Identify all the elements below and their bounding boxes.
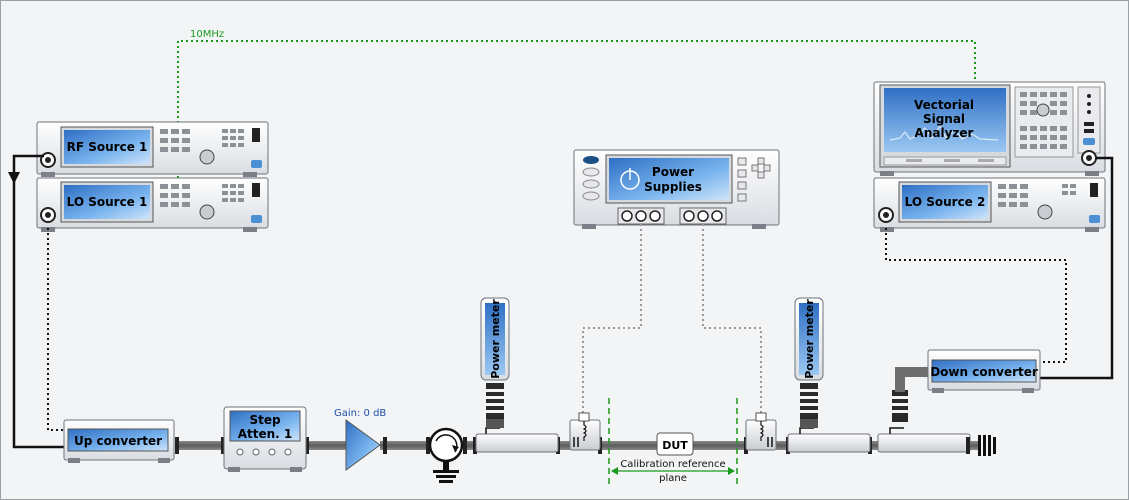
cal-plane-line2: plane	[659, 473, 687, 484]
input-coupler[interactable]	[475, 383, 559, 453]
coax-segment	[556, 441, 572, 450]
power-supplies-line1: Power	[652, 165, 694, 179]
vsa-line3: Analyzer	[915, 126, 974, 140]
lo1-cable	[47, 228, 66, 431]
coax-segment	[305, 441, 347, 450]
step-atten-line1: Step	[249, 413, 281, 427]
dut[interactable]: DUT	[656, 432, 694, 456]
power-meter-output[interactable]: Power meter	[794, 297, 824, 381]
rf-source-1-label: RF Source 1	[67, 140, 148, 154]
lo2-cable	[885, 228, 1067, 363]
down-converter[interactable]: Down converter	[927, 349, 1041, 393]
lo-source-2[interactable]: LO Source 2	[873, 177, 1106, 232]
dut-label: DUT	[662, 439, 688, 452]
step-attenuator[interactable]: Step Atten. 1	[223, 406, 307, 472]
bias-line-input	[582, 224, 642, 415]
vsa-line1: Vectorial	[914, 98, 974, 112]
lo-source-2-label: LO Source 2	[905, 195, 986, 209]
down-converter-label: Down converter	[930, 365, 1038, 379]
power-supplies-line2: Supplies	[644, 180, 702, 194]
coax-segment	[776, 441, 790, 450]
if-cable	[1040, 156, 1114, 380]
rf-source-1[interactable]: RF Source 1	[36, 121, 269, 177]
amplifier-triangle-icon	[345, 419, 381, 471]
isolator[interactable]	[428, 427, 464, 483]
coax-segment	[175, 441, 225, 450]
output-bias-tee[interactable]	[745, 412, 777, 451]
circulator-arrow-icon	[452, 445, 459, 452]
arrow-down-icon	[8, 172, 20, 184]
power-meter-input[interactable]: Power meter	[480, 297, 510, 381]
power-meter-output-label: Power meter	[803, 299, 816, 379]
rf-cable	[12, 154, 66, 449]
inductor-icon	[759, 421, 764, 441]
input-bias-tee[interactable]	[569, 412, 601, 451]
inductor-icon	[582, 421, 587, 441]
ref-clock-label: 10MHz	[190, 29, 224, 40]
arrow-right-icon	[728, 467, 735, 475]
lo-source-1[interactable]: LO Source 1	[36, 177, 269, 232]
cal-plane-line1: Calibration reference	[620, 459, 725, 470]
coax-segment	[868, 441, 880, 450]
coax-segment	[380, 441, 430, 450]
amp-gain-label: Gain: 0 dB	[334, 408, 386, 419]
power-meter-input-label: Power meter	[489, 299, 502, 379]
up-converter-label: Up converter	[74, 434, 162, 448]
load-termination-icon	[978, 435, 996, 456]
coax-segment	[463, 441, 477, 450]
vsa-line2: Signal	[923, 112, 965, 126]
vectorial-signal-analyzer[interactable]: Vectorial Signal Analyzer	[873, 81, 1106, 176]
amplifier[interactable]: Gain: 0 dB	[334, 408, 386, 471]
calibration-plane: Calibration reference plane	[608, 398, 738, 488]
arrow-left-icon	[611, 467, 618, 475]
power-supplies[interactable]: Power Supplies	[573, 149, 780, 229]
lo-source-1-label: LO Source 1	[67, 195, 148, 209]
bias-line-output	[702, 224, 762, 415]
up-converter[interactable]: Up converter	[63, 419, 175, 463]
ref-clock-line: 10MHz	[177, 29, 976, 178]
sampling-coupler[interactable]	[877, 367, 996, 456]
output-coupler[interactable]	[787, 383, 871, 453]
step-atten-line2: Atten. 1	[238, 427, 293, 441]
